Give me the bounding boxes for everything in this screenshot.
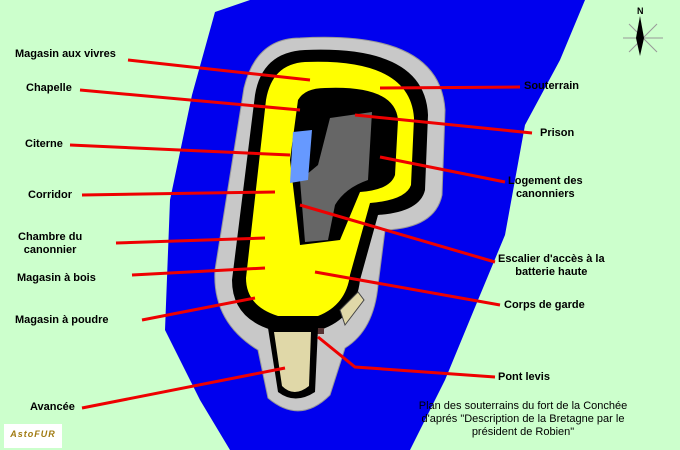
arrows (69, 58, 533, 410)
label-line: canonniers (515, 188, 575, 200)
compass-rose: N (618, 6, 668, 56)
label-line: canonnier (23, 244, 77, 256)
cistern (290, 130, 312, 183)
label-avancee: Avancée (30, 401, 75, 413)
compass-north-label: N (637, 6, 644, 16)
logo-text: AstoFUR (10, 429, 56, 439)
avancee-interior (274, 332, 311, 392)
label-pont-levis: Pont levis (498, 371, 550, 383)
caption-line: président de Robien" (471, 426, 575, 438)
label-magasin-a-poudre: Magasin à poudre (15, 314, 109, 326)
pont-levis-ramp (339, 291, 365, 327)
label-line: batterie haute (515, 266, 588, 278)
caption-line: d'aprés "Description de la Bretagne par … (421, 413, 625, 425)
label-chapelle: Chapelle (26, 82, 72, 94)
label-magasin-a-bois: Magasin à bois (17, 272, 96, 284)
label-corps-de-garde: Corps de garde (504, 299, 585, 311)
label-line: Escalier d'accès à la (498, 253, 605, 265)
label-line: Chambre du (18, 231, 83, 243)
label-line: Logement des (508, 175, 583, 187)
label-citerne: Citerne (25, 138, 63, 150)
label-corridor: Corridor (28, 189, 72, 201)
logo: AstoFUR (4, 424, 62, 448)
label-prison: Prison (540, 127, 575, 139)
label-souterrain: Souterrain (524, 80, 580, 92)
caption: Plan des souterrains du fort de la Conch… (418, 400, 628, 439)
label-magasin-aux-vivres: Magasin aux vivres (15, 48, 116, 60)
compass-icon (623, 16, 663, 56)
caption-line: Plan des souterrains du fort de la Conch… (418, 400, 628, 412)
